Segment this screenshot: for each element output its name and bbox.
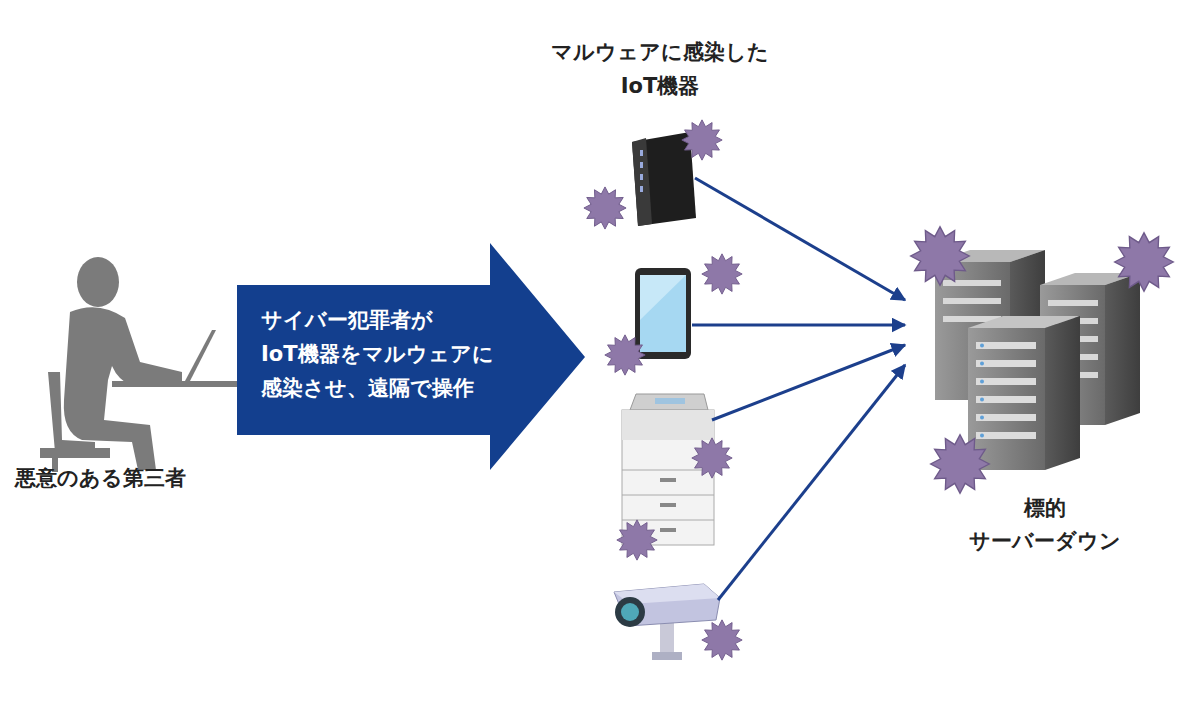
node-label: 悪意のある第三者 [0, 462, 200, 494]
virus-icon [682, 120, 722, 160]
connector-arrow [692, 178, 905, 600]
virus-icon [702, 620, 742, 660]
node-label: 標的 サーバーダウン [955, 492, 1135, 558]
arrow-shape: サイバー犯罪者が IoT機器をマルウェアに 感染させ、遠隔で操作 [237, 243, 585, 470]
person-silhouette [40, 257, 238, 472]
arrow-fill [237, 243, 585, 470]
device-group: マルウェアに感染した IoT機器 [540, 35, 780, 675]
virus-icon [605, 335, 645, 375]
virus-icon [584, 187, 626, 229]
virus-icon [931, 435, 990, 494]
virus-icon [702, 254, 742, 294]
node-label: サイバー犯罪者が IoT機器をマルウェアに 感染させ、遠隔で操作 [261, 303, 561, 405]
router-illustration [632, 132, 696, 226]
server-illustration [935, 250, 1140, 470]
camera-illustration [614, 584, 720, 660]
virus-icon [617, 520, 657, 560]
target-server: 標的 サーバーダウン [905, 230, 1185, 560]
virus-icon [1115, 233, 1174, 292]
tablet-illustration [635, 268, 691, 359]
connector-line [692, 324, 905, 327]
connector-line [712, 345, 905, 420]
actor-node: 悪意のある第三者 [0, 250, 200, 495]
connector-line [695, 178, 905, 300]
virus-icon [911, 227, 970, 286]
connector-line [718, 365, 905, 600]
virus-icon [692, 438, 732, 478]
node-label: マルウェアに感染した IoT機器 [540, 35, 780, 103]
